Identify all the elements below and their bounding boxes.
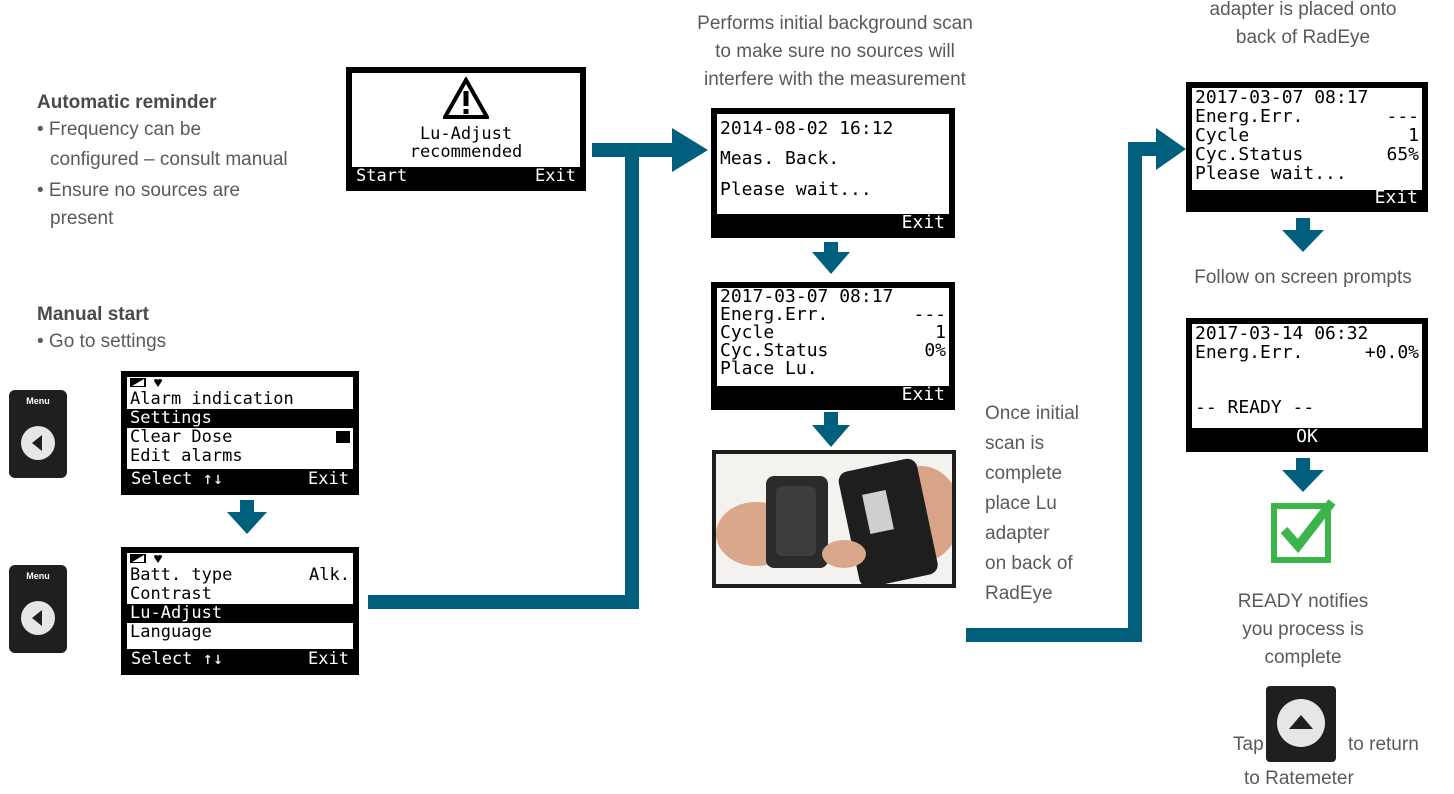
place-timestamp: 2017-03-07 08:17	[720, 288, 894, 307]
menu-item-settings: Settings	[127, 409, 353, 428]
up-arrow-icon	[1277, 699, 1325, 747]
menu-key-2[interactable]: Menu	[9, 565, 67, 653]
cycle-energ-err: Energ.Err.---	[1195, 106, 1419, 127]
follow-prompts-caption: Follow on screen prompts	[1194, 267, 1412, 288]
warning-line1: Lu-Adjust	[419, 124, 513, 144]
menu-key-1[interactable]: Menu	[9, 390, 67, 478]
exit-softkey: Exit	[901, 384, 945, 404]
arrow-to-cycle-screen	[1156, 128, 1186, 170]
warning-line2: recommended	[409, 142, 523, 162]
radeye-adapter-photo	[712, 450, 961, 588]
connector-menu2-out	[368, 595, 639, 609]
left-arrow-icon	[21, 601, 55, 635]
meas-wait: Please wait...	[720, 179, 872, 200]
place-energ-err: Energ.Err.---	[720, 304, 946, 325]
exit-softkey: Exit	[308, 469, 349, 489]
warning-icon	[352, 73, 580, 125]
ratemeter-label: to Ratemeter	[1244, 768, 1354, 789]
ready-energ-err: Energ.Err.+0.0%	[1195, 342, 1419, 363]
ready-status: -- READY --	[1195, 397, 1315, 418]
select-softkey: Select ↑↓	[131, 469, 224, 489]
tap-label: Tap	[1233, 734, 1264, 755]
screen-ready: 2017-03-14 06:32 Energ.Err.+0.0% -- READ…	[1186, 318, 1428, 452]
connector-vertical-main	[625, 143, 639, 609]
manual-start-title: Manual start	[37, 304, 149, 325]
arrow-down-cycle	[1282, 230, 1324, 252]
start-softkey: Start	[356, 166, 408, 185]
menu-key-label: Menu	[26, 571, 50, 581]
arrow-down-menu	[227, 512, 267, 534]
automatic-reminder-title: Automatic reminder	[37, 92, 217, 113]
left-arrow-icon	[21, 426, 55, 460]
up-key-button[interactable]	[1266, 686, 1336, 762]
screen-menu-settings: Alarm indication Settings Clear Dose Edi…	[121, 371, 359, 495]
meas-status: Meas. Back.	[720, 148, 840, 169]
adapter-placed-caption: adapter is placed onto back of RadEye	[1209, 0, 1397, 48]
reminder-bullet-frequency-line1: • Frequency can be	[37, 119, 202, 140]
screen-meas-back: 2014-08-02 16:12 Meas. Back. Please wait…	[711, 108, 955, 238]
connector-vertical-right	[1128, 142, 1142, 642]
menu-item-language: Language	[130, 622, 212, 642]
battery-icon	[127, 377, 353, 390]
menu-key-label: Menu	[26, 396, 50, 406]
connector-photo-out	[966, 628, 1142, 642]
menu-item-lu-adjust: Lu-Adjust	[127, 604, 353, 623]
check-icon	[1271, 499, 1336, 563]
reminder-bullet-sources-line2: present	[50, 208, 114, 229]
place-adapter-caption: Once initial scan is complete place Lu a…	[985, 403, 1079, 604]
return-label: to return	[1348, 734, 1419, 755]
menu-item-contrast: Contrast	[130, 584, 212, 604]
clear-dose-icon	[336, 431, 350, 443]
arrow-down-place	[812, 425, 850, 447]
exit-softkey: Exit	[535, 166, 576, 185]
menu-item-alarm-indication: Alarm indication	[130, 389, 294, 409]
manual-bullet-settings: • Go to settings	[37, 331, 167, 352]
background-scan-caption: Performs initial background scan to make…	[697, 13, 973, 90]
select-softkey: Select ↑↓	[131, 649, 224, 669]
arrow-down-ready	[1282, 470, 1324, 492]
exit-softkey: Exit	[1374, 187, 1418, 207]
ok-softkey: OK	[1296, 426, 1318, 446]
reminder-bullet-frequency-line2: configured – consult manual	[50, 149, 288, 170]
exit-softkey: Exit	[901, 212, 945, 232]
screen-lu-adjust-warning: Lu-Adjust recommended Start Exit	[346, 67, 586, 191]
menu-item-clear-dose: Clear Dose	[127, 428, 353, 447]
exit-softkey: Exit	[308, 649, 349, 669]
arrow-to-meas-screen	[672, 128, 708, 172]
menu-item-edit-alarms: Edit alarms	[130, 446, 243, 466]
cycle-timestamp: 2017-03-07 08:17	[1195, 88, 1369, 108]
place-instruction: Place Lu.	[720, 358, 818, 379]
reminder-bullet-sources-line1: • Ensure no sources are	[37, 180, 241, 201]
battery-icon	[127, 553, 353, 566]
cycle-wait: Please wait...	[1195, 163, 1347, 184]
ready-timestamp: 2017-03-14 06:32	[1195, 324, 1369, 344]
arrow-down-meas	[812, 252, 850, 274]
ready-notifies-caption: READY notifies you process is complete	[1237, 591, 1369, 668]
meas-timestamp: 2014-08-02 16:12	[720, 118, 894, 139]
